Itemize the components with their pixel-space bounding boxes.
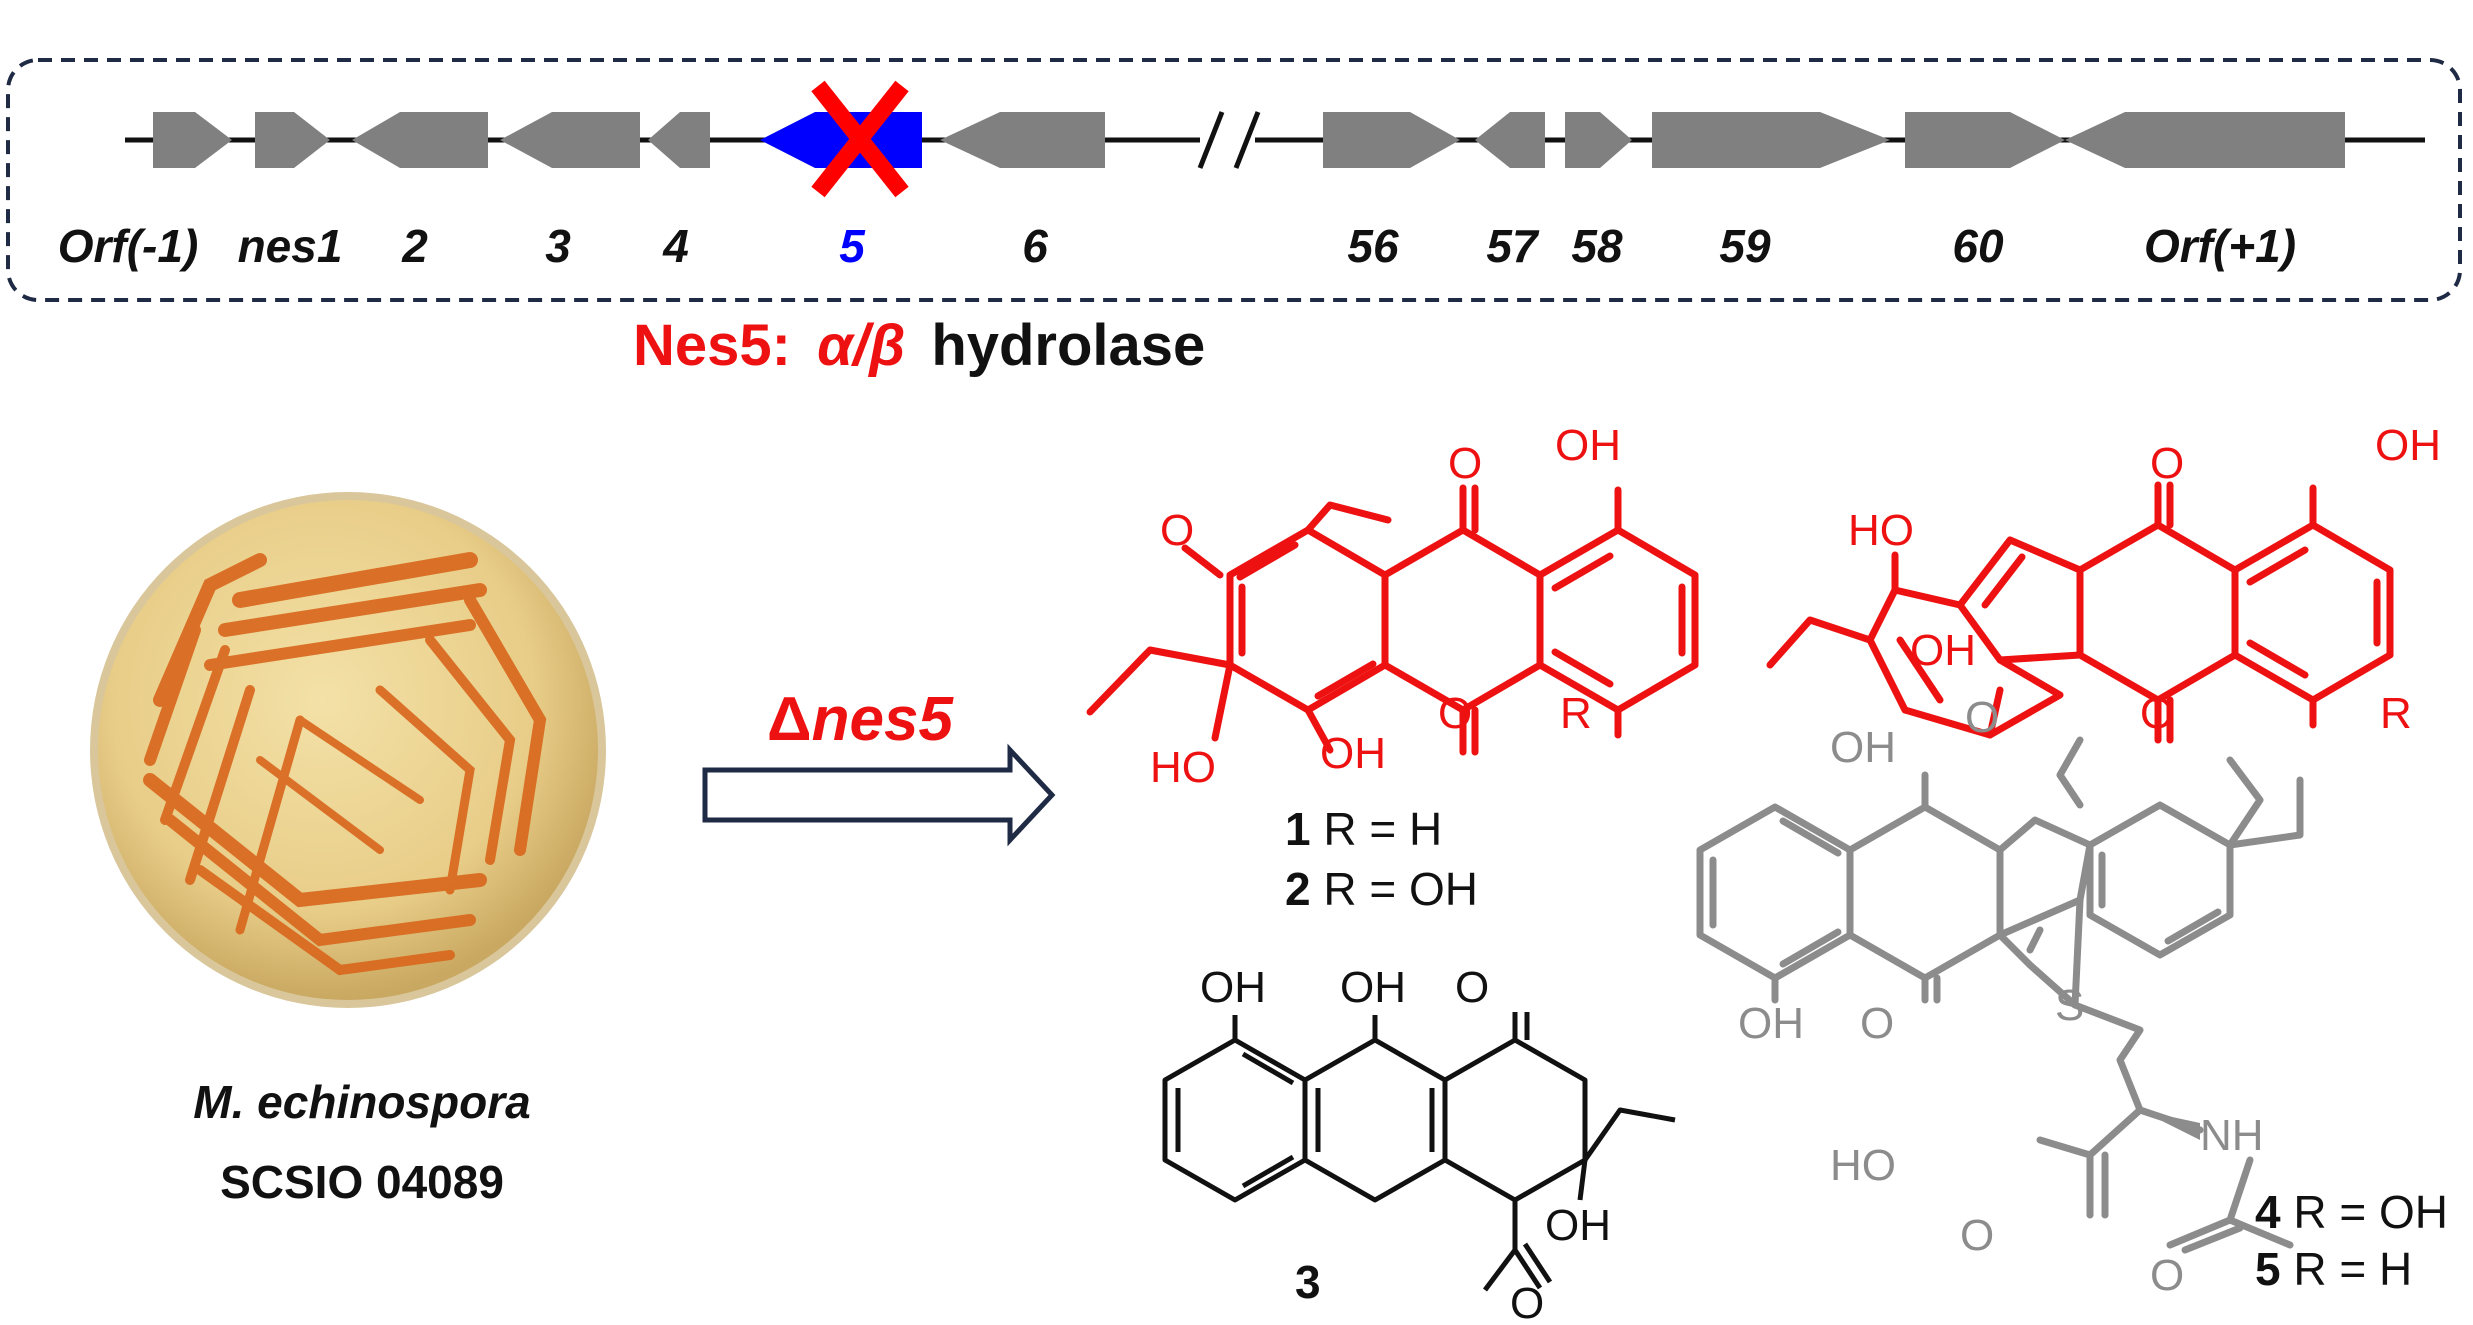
gene-orf-plus1-arrow	[2065, 112, 2345, 168]
c4-atom-ho: HO	[1848, 506, 1914, 555]
label-compound-4: 4 R = OH	[2255, 1186, 2448, 1238]
compound-4-5-red-structure	[1766, 481, 2394, 744]
c4-atom-o: O	[2150, 1251, 2184, 1300]
c4-atom-o: O	[2150, 439, 2184, 488]
c1-atom-o: O	[1160, 506, 1194, 555]
mutation-delta: Δ	[767, 685, 812, 754]
c1-atom-r: R	[1560, 689, 1592, 738]
gene-label-5: 5	[839, 220, 866, 272]
c3-atom-oh: OH	[1340, 963, 1406, 1012]
label-compound-1: 1 R = H	[1285, 803, 1442, 855]
gene-2-arrow	[352, 112, 488, 168]
gene-labels: Orf(-1) nes1 2 3 4 5 6 56 57 58 59 60 Or…	[58, 220, 2296, 272]
compound-3-structure	[1162, 1012, 1676, 1292]
enzyme-type: hydrolase	[931, 313, 1205, 378]
gene-56-arrow	[1323, 112, 1460, 168]
compound-1-rgroup: R = H	[1311, 803, 1443, 855]
c1-atom-o: O	[1448, 439, 1482, 488]
c4-atom-r: R	[2380, 689, 2412, 738]
compound-4-5-gray-atoms: OH O OH O S NH HO O O	[1738, 693, 2264, 1300]
compound-4-5-gray-structure	[1696, 736, 2304, 1254]
gene-58-arrow	[1565, 112, 1632, 168]
gene-label-56: 56	[1347, 220, 1399, 272]
gene-label-4: 4	[662, 220, 689, 272]
gene-label-60: 60	[1952, 220, 2004, 272]
gene-label-57: 57	[1486, 220, 1540, 272]
gene-nes1-arrow	[255, 112, 330, 168]
compound-1-2-atoms: O OH O O R HO OH	[1150, 421, 1621, 792]
c4-atom-oh: OH	[1830, 723, 1896, 772]
c1-atom-oh: OH	[1320, 729, 1386, 778]
compound-3-atoms: OH OH O OH O	[1200, 963, 1611, 1325]
label-compound-5: 5 R = H	[2255, 1243, 2412, 1295]
strain-code: SCSIO 04089	[220, 1156, 504, 1208]
c3-atom-oh: OH	[1545, 1201, 1611, 1250]
c4-atom-oh: OH	[1910, 626, 1976, 675]
c4-atom-o: O	[2140, 689, 2174, 738]
gene-orf-minus1-arrow	[153, 112, 232, 168]
gene-4-arrow	[648, 112, 710, 168]
gene-6-arrow	[940, 112, 1105, 168]
c4-atom-ho: HO	[1830, 1141, 1896, 1190]
gene-cluster-box	[6, 58, 2462, 302]
compound-4-5-red-atoms: O OH HO OH O R	[1848, 421, 2441, 738]
gene-label-2: 2	[401, 220, 428, 272]
reaction-arrow	[702, 743, 1056, 847]
orange-colonies	[143, 552, 547, 976]
compound-1-number: 1	[1285, 803, 1311, 855]
petri-dish-photo	[90, 492, 606, 1008]
c4-atom-s: S	[2055, 981, 2084, 1030]
strain-species: M. echinospora	[193, 1076, 530, 1128]
compound-2-number: 2	[1285, 863, 1311, 915]
label-compound-3: 3	[1295, 1256, 1321, 1308]
c4-atom-o: O	[1860, 999, 1894, 1048]
c1-atom-oh: OH	[1555, 421, 1621, 470]
c1-atom-o: O	[1438, 689, 1472, 738]
c3-atom-o: O	[1455, 963, 1489, 1012]
enzyme-caption: Nes5: α/β hydrolase	[633, 313, 1205, 378]
gene-label-orf-minus1: Orf(-1)	[58, 220, 199, 272]
gene-57-arrow	[1475, 112, 1545, 168]
compound-4-number: 4	[2255, 1186, 2281, 1238]
label-compound-2: 2 R = OH	[1285, 863, 1478, 915]
c4-atom-o: O	[1960, 1211, 1994, 1260]
compound-1-2-structure	[1086, 484, 1699, 756]
gene-label-58: 58	[1571, 220, 1623, 272]
compound-5-number: 5	[2255, 1243, 2281, 1295]
c4-atom-oh: OH	[2375, 421, 2441, 470]
compound-5-rgroup: R = H	[2281, 1243, 2413, 1295]
gene-label-orf-plus1: Orf(+1)	[2144, 220, 2296, 272]
compound-2-rgroup: R = OH	[1311, 863, 1478, 915]
gene-60-arrow	[1905, 112, 2065, 168]
wedge-bond	[2140, 1110, 2200, 1140]
mutation-label: Δnes5	[767, 685, 954, 754]
gene-label-6: 6	[1022, 220, 1048, 272]
c3-atom-oh: OH	[1200, 963, 1266, 1012]
c4-atom-nh: NH	[2200, 1111, 2264, 1160]
gene-label-59: 59	[1719, 220, 1771, 272]
gene-arrows	[153, 112, 2345, 168]
c4-atom-o: O	[1965, 693, 1999, 742]
gene-59-arrow	[1652, 112, 1890, 168]
deletion-x-mark	[811, 80, 909, 198]
c1-atom-ho: HO	[1150, 743, 1216, 792]
enzyme-alpha-beta: α/β	[817, 313, 905, 378]
mutation-gene: nes5	[812, 685, 955, 754]
break-marks	[1197, 111, 1261, 169]
enzyme-name: Nes5:	[633, 313, 791, 378]
gene-label-3: 3	[545, 220, 571, 272]
c3-atom-o: O	[1510, 1279, 1544, 1325]
gene-3-arrow	[500, 112, 640, 168]
c4-atom-oh: OH	[1738, 999, 1804, 1048]
gene-label-nes1: nes1	[238, 220, 343, 272]
compound-4-rgroup: R = OH	[2281, 1186, 2448, 1238]
